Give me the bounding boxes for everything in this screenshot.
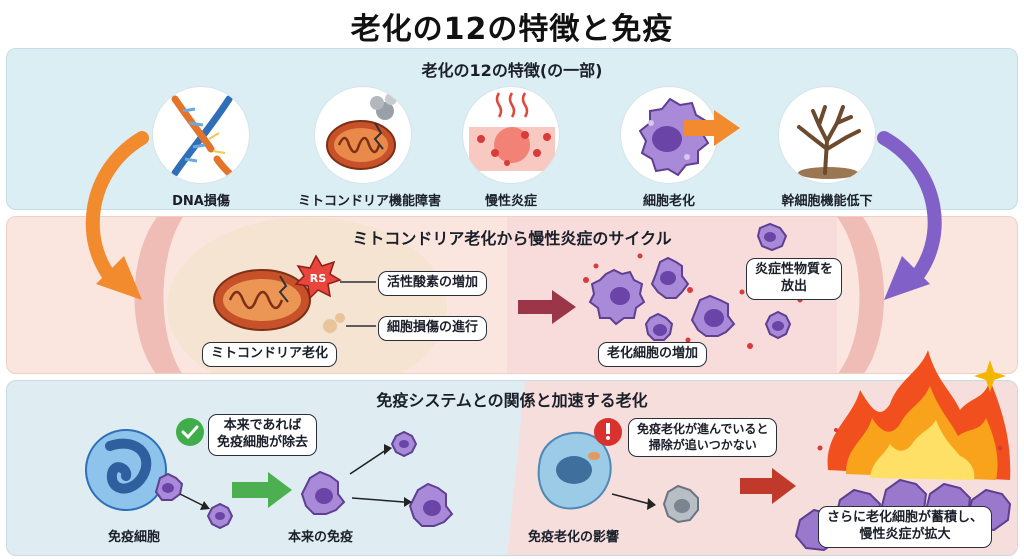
cycle-panel: ミトコンドリア老化から慢性炎症のサイクル — [6, 216, 1018, 374]
ros-increase-callout: 活性酸素の増加 — [378, 271, 488, 296]
immunosenescence-label: 免疫老化の影響 — [528, 530, 620, 545]
normal-immunity-label: 本来の免疫 — [288, 530, 354, 545]
withered-tree-icon — [778, 86, 876, 184]
hallmark-label: DNA損傷 — [172, 194, 230, 209]
callout-line: 炎症性物質を — [755, 262, 834, 277]
hallmark-chronic-inflammation: 慢性炎症 — [446, 86, 576, 209]
immune-cell-label: 免疫細胞 — [108, 530, 161, 545]
hallmark-label: 幹細胞機能低下 — [781, 194, 873, 209]
callout-line: 本来であれば — [223, 418, 302, 433]
immune-heading: 免疫システムとの関係と加速する老化 — [376, 391, 648, 410]
mitochondria-aging-label: ミトコンドリア老化 — [202, 342, 338, 367]
hallmark-label: 慢性炎症 — [484, 194, 537, 209]
dna-helix-icon — [152, 86, 250, 184]
callout-line: 掃除が追いつかない — [648, 437, 757, 452]
callout-line: 放出 — [781, 278, 808, 294]
page-title: 老化の12の特徴と免疫 — [350, 12, 674, 47]
callout-line: 慢性炎症が拡大 — [859, 526, 951, 542]
callout-line: さらに老化細胞が蓄積し、 — [827, 510, 984, 525]
normal-removal-callout: 本来であれば 免疫細胞が除去 — [208, 414, 318, 456]
callout-line: 免疫老化が進んでいると — [637, 422, 769, 436]
inflamed-tissue-icon — [462, 86, 560, 184]
cycle-heading: ミトコンドリア老化から慢性炎症のサイクル — [352, 229, 672, 248]
senescent-cell-icon — [620, 86, 718, 184]
hallmark-dna-damage: DNA損傷 — [136, 86, 266, 209]
hallmark-label: 細胞老化 — [642, 194, 695, 209]
hallmarks-heading: 老化の12の特徴(の一部) — [421, 61, 603, 80]
senescent-increase-label: 老化細胞の増加 — [598, 342, 708, 367]
hallmark-label: ミトコンドリア機能障害 — [298, 194, 442, 209]
callout-line: 免疫細胞が除去 — [217, 434, 309, 450]
hallmark-stem-cell-exhaustion: 幹細胞機能低下 — [762, 86, 892, 209]
damaged-mitochondria-icon — [314, 86, 412, 184]
cell-damage-callout: 細胞損傷の進行 — [378, 316, 488, 341]
inflammatory-release-callout: 炎症性物質を 放出 — [746, 258, 843, 300]
hallmark-cellular-senescence: 細胞老化 — [604, 86, 734, 209]
accumulation-callout: さらに老化細胞が蓄積し、 慢性炎症が拡大 — [818, 506, 993, 548]
immunosenescence-callout: 免疫老化が進んでいると 掃除が追いつかない — [628, 418, 778, 458]
hallmark-mitochondrial-dysfunction: ミトコンドリア機能障害 — [298, 86, 442, 209]
